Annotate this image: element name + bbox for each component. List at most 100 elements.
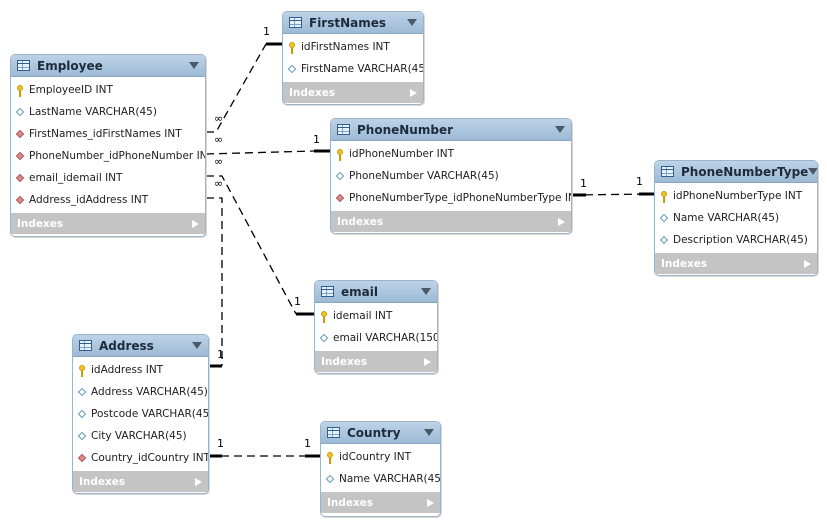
- column-row[interactable]: Address VARCHAR(45): [73, 381, 208, 403]
- column-label: Name VARCHAR(45): [339, 473, 441, 485]
- expand-arrow-icon[interactable]: [558, 217, 565, 226]
- column-label: idCountry INT: [339, 451, 411, 463]
- indexes-section[interactable]: Indexes: [315, 351, 437, 372]
- expand-arrow-icon[interactable]: [427, 498, 434, 507]
- cardinality-employee-address-many: ∞: [214, 177, 224, 190]
- column-row[interactable]: Name VARCHAR(45): [655, 207, 817, 229]
- primary-key-icon: [78, 364, 87, 377]
- column-row[interactable]: Country_idCountry INT: [73, 447, 208, 469]
- table-header[interactable]: PhoneNumberType: [655, 161, 817, 183]
- rel-phonenumber-phonenumbertype: [571, 193, 653, 196]
- indexes-section[interactable]: Indexes: [11, 213, 205, 234]
- column-label: idAddress INT: [91, 364, 164, 376]
- expand-arrow-icon[interactable]: [192, 219, 199, 228]
- column-row[interactable]: PhoneNumber VARCHAR(45): [331, 165, 571, 187]
- table-phonenumber[interactable]: PhoneNumber idPhoneNumber INT PhoneNumbe…: [330, 118, 572, 234]
- table-header[interactable]: Address: [73, 335, 208, 357]
- table-title: PhoneNumberType: [681, 164, 809, 179]
- table-employee[interactable]: Employee EmployeeID INT LastName VARCHAR…: [10, 54, 206, 237]
- collapse-arrow-icon[interactable]: [808, 168, 817, 175]
- column-label: idPhoneNumber INT: [349, 148, 454, 160]
- table-firstnames[interactable]: FirstNames idFirstNames INT FirstName VA…: [282, 11, 424, 105]
- cardinality-phonenumber-type-one: 1: [580, 177, 587, 190]
- indexes-label: Indexes: [327, 496, 374, 509]
- table-header[interactable]: PhoneNumber: [331, 119, 571, 141]
- table-icon: [17, 60, 30, 71]
- collapse-arrow-icon[interactable]: [555, 126, 565, 133]
- table-header[interactable]: Country: [321, 422, 440, 444]
- column-diamond-icon: [320, 334, 329, 343]
- cardinality-firstnames-one: 1: [263, 25, 270, 38]
- column-row[interactable]: PhoneNumber_idPhoneNumber INT: [11, 145, 205, 167]
- column-row[interactable]: Postcode VARCHAR(45): [73, 403, 208, 425]
- table-icon: [327, 427, 340, 438]
- rel-employee-email: [206, 175, 297, 315]
- expand-arrow-icon[interactable]: [804, 259, 811, 268]
- column-row[interactable]: City VARCHAR(45): [73, 425, 208, 447]
- table-icon: [79, 340, 92, 351]
- cardinality-address-one: 1: [217, 348, 224, 361]
- column-label: Name VARCHAR(45): [673, 212, 780, 224]
- collapse-arrow-icon[interactable]: [424, 429, 434, 436]
- column-row[interactable]: Description VARCHAR(45): [655, 229, 817, 251]
- collapse-arrow-icon[interactable]: [189, 62, 199, 69]
- column-row[interactable]: idPhoneNumberType INT: [655, 185, 817, 207]
- indexes-section[interactable]: Indexes: [655, 253, 817, 274]
- column-row[interactable]: LastName VARCHAR(45): [11, 101, 205, 123]
- column-diamond-icon: [660, 214, 669, 223]
- column-row[interactable]: idFirstNames INT: [283, 36, 423, 58]
- column-row[interactable]: email VARCHAR(150): [315, 327, 437, 349]
- indexes-label: Indexes: [289, 86, 336, 99]
- table-icon: [321, 286, 334, 297]
- column-row[interactable]: Address_idAddress INT: [11, 189, 205, 211]
- collapse-arrow-icon[interactable]: [421, 288, 431, 295]
- column-label: EmployeeID INT: [29, 84, 113, 96]
- column-row[interactable]: FirstNames_idFirstNames INT: [11, 123, 205, 145]
- cardinality-address-country-one: 1: [217, 437, 224, 450]
- collapse-arrow-icon[interactable]: [407, 19, 417, 26]
- column-row[interactable]: Name VARCHAR(45): [321, 468, 440, 490]
- column-row[interactable]: PhoneNumberType_idPhoneNumberType INT: [331, 187, 571, 209]
- indexes-section[interactable]: Indexes: [331, 211, 571, 232]
- table-phonenumbertype[interactable]: PhoneNumberType idPhoneNumberType INT Na…: [654, 160, 818, 276]
- foreign-key-icon: [336, 194, 345, 203]
- cardinality-employee-phonenumber-many: ∞: [214, 133, 224, 146]
- column-row[interactable]: idemail INT: [315, 305, 437, 327]
- table-header[interactable]: email: [315, 281, 437, 303]
- column-label: PhoneNumberType_idPhoneNumberType INT: [349, 192, 572, 204]
- table-header[interactable]: FirstNames: [283, 12, 423, 34]
- expand-arrow-icon[interactable]: [410, 88, 417, 97]
- expand-arrow-icon[interactable]: [424, 357, 431, 366]
- expand-arrow-icon[interactable]: [195, 477, 202, 486]
- indexes-label: Indexes: [661, 257, 708, 270]
- primary-key-icon: [320, 310, 329, 323]
- column-diamond-icon: [16, 108, 25, 117]
- table-address[interactable]: Address idAddress INT Address VARCHAR(45…: [72, 334, 209, 494]
- column-diamond-icon: [288, 65, 297, 74]
- indexes-section[interactable]: Indexes: [321, 492, 440, 513]
- primary-key-icon: [326, 451, 335, 464]
- column-diamond-icon: [78, 410, 87, 419]
- column-row[interactable]: idPhoneNumber INT: [331, 143, 571, 165]
- indexes-section[interactable]: Indexes: [283, 82, 423, 103]
- indexes-section[interactable]: Indexes: [73, 471, 208, 492]
- table-email[interactable]: email idemail INT email VARCHAR(150) Ind…: [314, 280, 438, 374]
- column-diamond-icon: [660, 236, 669, 245]
- table-icon: [661, 166, 674, 177]
- table-country[interactable]: Country idCountry INT Name VARCHAR(45) I…: [320, 421, 441, 517]
- cardinality-email-one: 1: [294, 295, 301, 308]
- column-row[interactable]: EmployeeID INT: [11, 79, 205, 101]
- column-row[interactable]: idCountry INT: [321, 446, 440, 468]
- collapse-arrow-icon[interactable]: [192, 342, 202, 349]
- cardinality-phonenumbertype-one: 1: [636, 175, 643, 188]
- column-row[interactable]: idAddress INT: [73, 359, 208, 381]
- column-row[interactable]: FirstName VARCHAR(45): [283, 58, 423, 80]
- column-label: idFirstNames INT: [301, 41, 390, 53]
- table-title: Address: [99, 338, 154, 353]
- table-title: Employee: [37, 58, 103, 73]
- column-row[interactable]: email_idemail INT: [11, 167, 205, 189]
- table-header[interactable]: Employee: [11, 55, 205, 77]
- column-label: Description VARCHAR(45): [673, 234, 808, 246]
- indexes-label: Indexes: [17, 217, 64, 230]
- foreign-key-icon: [16, 130, 25, 139]
